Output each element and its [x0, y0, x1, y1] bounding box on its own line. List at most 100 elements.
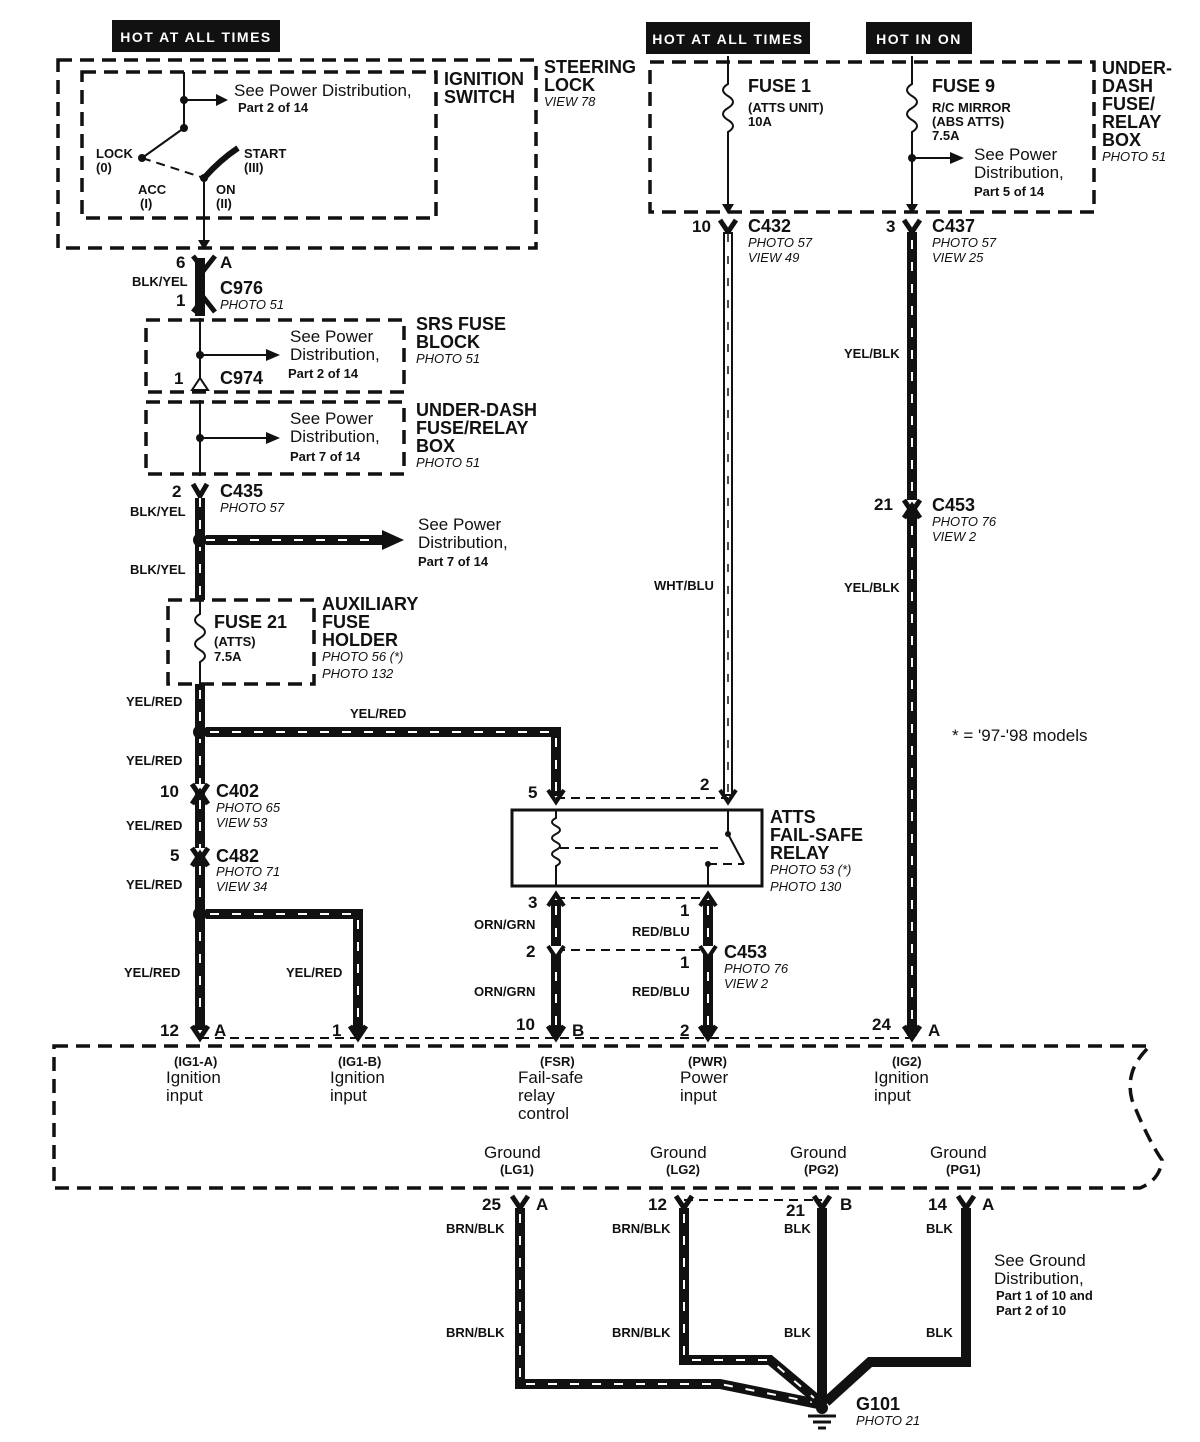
input-label: relay [518, 1086, 555, 1105]
wire-brn-blk-lg2 [679, 1208, 824, 1406]
fuse-rating: 7.5A [932, 128, 960, 143]
power-ref-text: Distribution, [418, 533, 508, 552]
ground-name: G101 [856, 1394, 900, 1414]
pin-label: 12 [160, 1021, 179, 1040]
relay-title: ATTS [770, 807, 816, 827]
switch-pos-on: ON [216, 182, 236, 197]
wire-color-label: YEL/RED [124, 965, 180, 980]
power-ref-text: Distribution, [290, 427, 380, 446]
input-label: Fail-safe [518, 1068, 583, 1087]
ground-label: Ground [650, 1143, 707, 1162]
connector-name: C453 [932, 495, 975, 515]
connector-photo: PHOTO 57 [220, 500, 285, 515]
ground-ref-text: Part 2 of 10 [996, 1303, 1066, 1318]
wire-color-label: BLK [784, 1325, 811, 1340]
pin-label: 5 [528, 783, 537, 802]
switch-pos-start-num: (III) [244, 160, 264, 175]
pin-label: 1 [680, 953, 689, 972]
pin-label: 25 [482, 1195, 501, 1214]
side-label: B [840, 1195, 852, 1214]
splice-point [193, 533, 207, 547]
wire-color-label: RED/BLU [632, 924, 690, 939]
wire-brn-blk-lg1 [515, 1208, 819, 1409]
footnote: * = '97-'98 models [952, 726, 1088, 745]
wire-color-label: YEL/RED [126, 753, 182, 768]
ground-ref-text: Distribution, [994, 1269, 1084, 1288]
connector-name: C482 [216, 846, 259, 866]
connector-name: C437 [932, 216, 975, 236]
input-code: (IG1-B) [338, 1054, 381, 1069]
pin-label: 21 [786, 1201, 805, 1220]
srs-fuse-block-title: SRS FUSE [416, 314, 506, 334]
side-label: A [220, 253, 232, 272]
wire-color-label: YEL/RED [126, 694, 182, 709]
ground-terminals [509, 1194, 977, 1213]
wire-color-label: BRN/BLK [446, 1325, 505, 1340]
ignition-switch-title: SWITCH [444, 87, 515, 107]
pin-label: 1 [174, 369, 183, 388]
pin-label: 2 [680, 1021, 689, 1040]
underdash-right-title: RELAY [1102, 112, 1161, 132]
relay-photo: PHOTO 130 [770, 879, 842, 894]
hot-in-on-label: HOT IN ON [866, 22, 972, 54]
connector-name: C453 [724, 942, 767, 962]
wire-color-label: ORN/GRN [474, 984, 535, 999]
wire-color-label: BRN/BLK [446, 1221, 505, 1236]
input-code: (FSR) [540, 1054, 575, 1069]
wire-color-label: BRN/BLK [612, 1325, 671, 1340]
pin-label: 12 [648, 1195, 667, 1214]
ground-ref-text: Part 1 of 10 and [996, 1288, 1093, 1303]
wire-blk-pg1 [822, 1208, 971, 1406]
input-code: (IG1-A) [174, 1054, 217, 1069]
fuse-holder-title: HOLDER [322, 630, 398, 650]
fuse-sub: (ABS ATTS) [932, 114, 1004, 129]
fuse-sub: (ATTS) [214, 634, 256, 649]
fuse-rating: 10A [748, 114, 772, 129]
relay-coil-symbol [551, 810, 745, 886]
steering-lock-title: STEERING [544, 57, 636, 77]
input-label: Ignition [330, 1068, 385, 1087]
connector-photo: PHOTO 51 [220, 297, 284, 312]
underdash-right-title: BOX [1102, 130, 1141, 150]
wire-color-label: ORN/GRN [474, 917, 535, 932]
input-label: input [680, 1086, 717, 1105]
wire-color-label: BRN/BLK [612, 1221, 671, 1236]
power-ref-text: Part 7 of 14 [418, 554, 489, 569]
atts-failsafe-relay-box [510, 808, 764, 888]
underdash-right-title: DASH [1102, 76, 1153, 96]
pin-label: 21 [874, 495, 893, 514]
fuse-name: FUSE 9 [932, 76, 995, 96]
fuse-symbol [194, 600, 206, 684]
connector-c437 [901, 218, 923, 237]
connector-view: VIEW 25 [932, 250, 984, 265]
ground-code: (PG1) [946, 1162, 981, 1177]
power-ref-text: See Power [290, 409, 373, 428]
switch-pos-on-num: (II) [216, 196, 232, 211]
wire-color-label: BLK/YEL [130, 562, 186, 577]
underdash-right-title: UNDER- [1102, 58, 1172, 78]
relay-title: RELAY [770, 843, 829, 863]
switch-pos-start: START [244, 146, 286, 161]
pin-label: 3 [528, 893, 537, 912]
wire-color-label: BLK/YEL [132, 274, 188, 289]
connector-view: VIEW 2 [724, 976, 769, 991]
pin-label: 2 [700, 775, 709, 794]
power-ref-text: Part 2 of 14 [238, 100, 309, 115]
pin-label: 1 [680, 901, 689, 920]
input-label: Power [680, 1068, 729, 1087]
pin-label: 2 [526, 942, 535, 961]
connector-view: VIEW 49 [748, 250, 799, 265]
connector-photo: PHOTO 76 [932, 514, 997, 529]
connector-view: VIEW 53 [216, 815, 268, 830]
steering-lock-title: LOCK [544, 75, 595, 95]
power-ref-text: See Power [974, 145, 1057, 164]
underdash-title: BOX [416, 436, 455, 456]
power-ref-text: Part 2 of 14 [288, 366, 359, 381]
underdash-right-title: FUSE/ [1102, 94, 1155, 114]
splice-point [193, 725, 207, 739]
connector-photo: PHOTO 57 [748, 235, 813, 250]
connector-c435 [190, 482, 210, 501]
fuse-rating: 7.5A [214, 649, 242, 664]
connector-photo: PHOTO 76 [724, 961, 789, 976]
steering-lock-box [56, 58, 538, 250]
